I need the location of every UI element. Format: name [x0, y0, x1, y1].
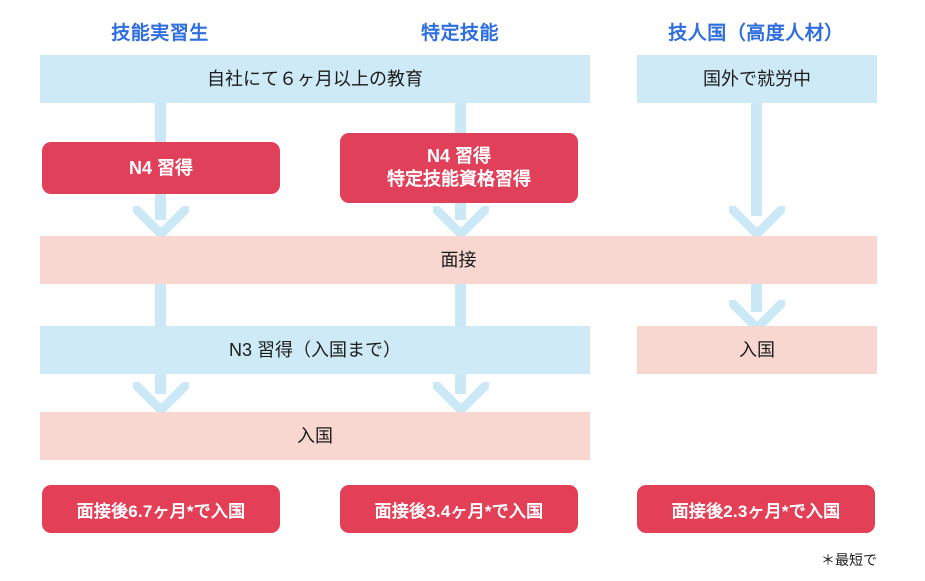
- badge-entry-after-interview-right: 面接後2.3ヶ月*で入国: [637, 485, 875, 533]
- connector-overseas-to-interview-stem: [751, 103, 762, 216]
- column-heading-gijinkoku: 技人国（高度人材）: [668, 23, 844, 44]
- connector-interview-to-entry-right-stem: [751, 284, 762, 312]
- box-working-overseas: 国外で就労中: [637, 55, 877, 103]
- arrow-n3-to-entry-mid: [433, 382, 489, 414]
- column-heading-ginou-jisshusei: 技能実習生: [111, 23, 209, 44]
- connector-n3-to-entry-mid-stem: [455, 374, 466, 394]
- arrow-n4-mid-to-interview: [433, 206, 489, 238]
- arrow-n4-left-to-interview: [133, 206, 189, 238]
- column-heading-tokutei-ginou: 特定技能: [420, 23, 499, 44]
- connector-n4-mid-to-interview-stem: [455, 203, 466, 220]
- box-interview: 面接: [40, 236, 877, 284]
- box-n3-acquisition: N3 習得（入国まで）: [40, 326, 590, 374]
- box-n4-acquisition-left: N4 習得: [42, 142, 280, 194]
- box-self-company-education: 自社にて６ヶ月以上の教育: [40, 55, 590, 103]
- box-n4-mid-line2: 特定技能資格習得: [387, 169, 531, 189]
- footnote-shortest: ＊最短で: [821, 552, 877, 568]
- arrow-overseas-to-interview: [729, 206, 785, 238]
- connector-n4-left-to-interview-stem: [155, 194, 166, 220]
- connector-n3-to-entry-left-stem: [155, 374, 166, 394]
- badge-entry-after-interview-mid: 面接後3.4ヶ月*で入国: [340, 485, 578, 533]
- connector-education-to-n4-left: [155, 103, 166, 142]
- connector-interview-to-n3: [155, 284, 166, 330]
- box-entry-wide: 入国: [40, 412, 590, 460]
- badge-entry-after-interview-left: 面接後6.7ヶ月*で入国: [42, 485, 280, 533]
- box-n4-mid-line1: N4 習得: [426, 145, 491, 166]
- box-n4-and-specified-skill-qualification: N4 習得 特定技能資格習得: [340, 133, 578, 203]
- box-entry-right: 入国: [637, 326, 877, 374]
- connector-interview-to-n3-mid: [455, 284, 466, 330]
- connector-education-to-n4-mid: [455, 103, 466, 135]
- arrow-n3-to-entry-left: [133, 382, 189, 414]
